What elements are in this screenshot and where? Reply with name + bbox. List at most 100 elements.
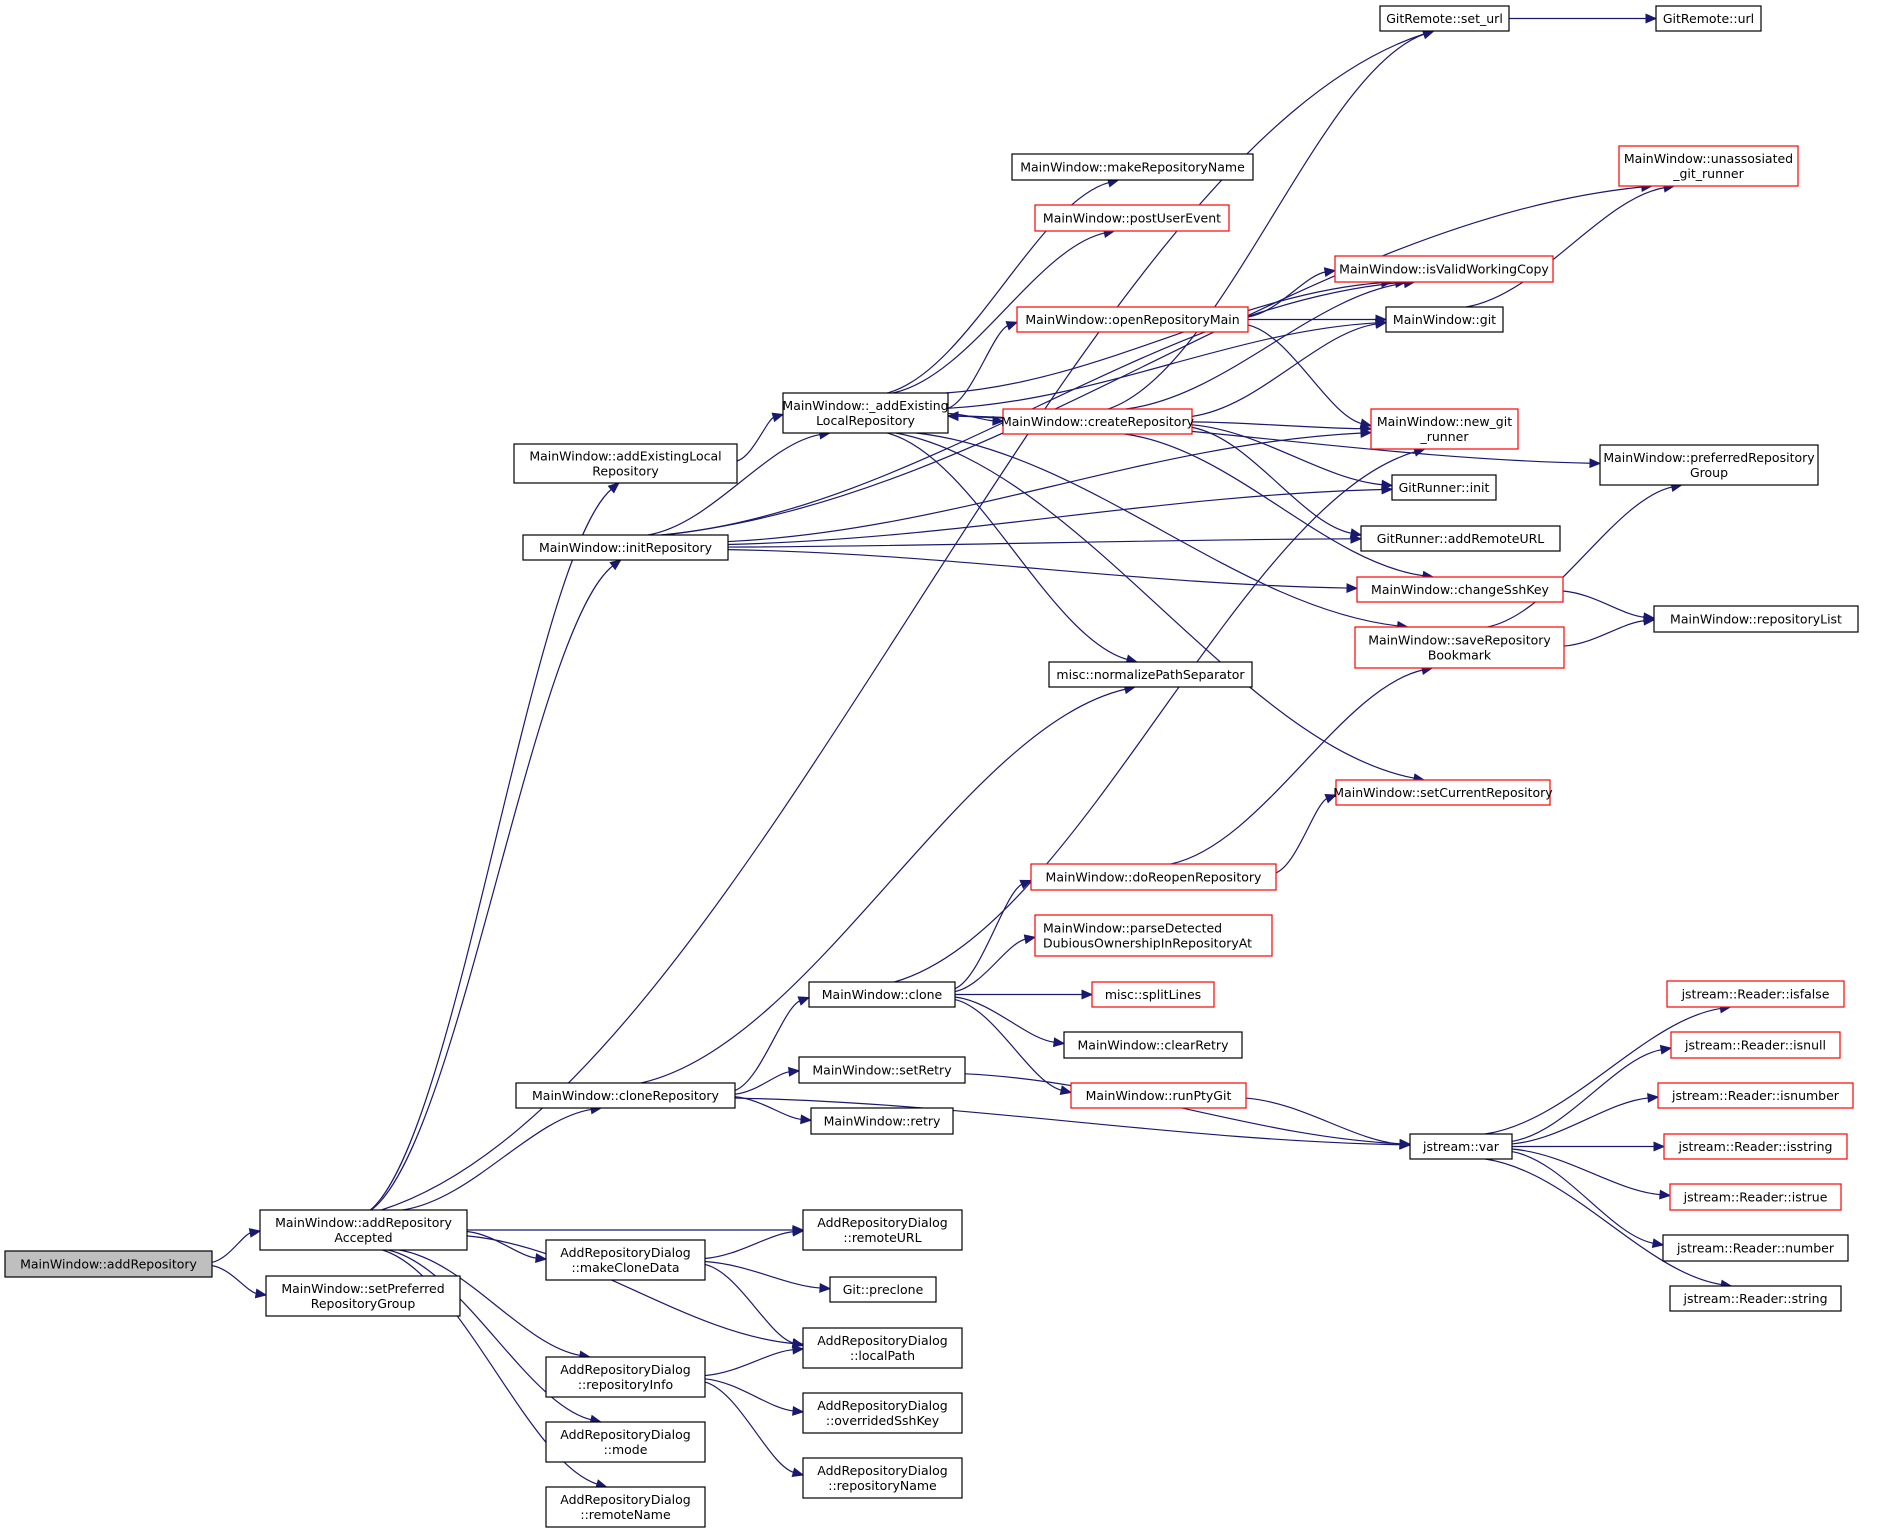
node-label: jstream::Reader::number: [1676, 1241, 1835, 1256]
node-label: jstream::Reader::isnumber: [1671, 1088, 1840, 1103]
node-label: MainWindow::repositoryList: [1670, 612, 1842, 627]
node-box: [515, 1082, 736, 1109]
node-label: jstream::Reader::string: [1682, 1291, 1827, 1306]
node-label: MainWindow::setRetry: [812, 1063, 952, 1078]
node-label: MainWindow::cloneRepository: [532, 1088, 720, 1103]
node-label: jstream::Reader::isnull: [1684, 1038, 1826, 1053]
node-jvar[interactable]: jstream::var: [1409, 1133, 1513, 1160]
node-url[interactable]: GitRemote::url: [1655, 5, 1762, 32]
edge-init-repository-to-add-existing-priv: [647, 433, 822, 536]
arrowhead-icon: [1645, 13, 1658, 24]
edge-clone-to-new-git-runner: [894, 450, 1417, 983]
edge-do-reopen-repository-to-save-repository-bookmark: [1170, 669, 1424, 865]
node-clone-repository[interactable]: MainWindow::cloneRepository: [515, 1082, 736, 1109]
node-unassosiated[interactable]: MainWindow::unassosiated_git_runner: [1618, 145, 1799, 187]
edge-save-repository-bookmark-to-preferred-repository-group: [1487, 486, 1673, 628]
node-set-current-repository[interactable]: MainWindow::setCurrentRepository: [1333, 779, 1553, 806]
node-run-pty-git[interactable]: MainWindow::runPtyGit: [1070, 1082, 1247, 1109]
arrowhead-icon: [791, 1467, 805, 1478]
node-string[interactable]: jstream::Reader::string: [1669, 1285, 1842, 1312]
node-clone[interactable]: MainWindow::clone: [808, 981, 956, 1008]
node-local-path[interactable]: AddRepositoryDialog::localPath: [802, 1327, 963, 1369]
node-label: _runner: [1420, 429, 1470, 444]
node-isfalse[interactable]: jstream::Reader::isfalse: [1666, 980, 1845, 1008]
node-box: [1016, 306, 1249, 333]
node-box: [802, 1327, 963, 1369]
node-preclone[interactable]: Git::preclone: [829, 1276, 937, 1303]
node-add-repository[interactable]: MainWindow::addRepository: [4, 1250, 213, 1278]
node-isnull[interactable]: jstream::Reader::isnull: [1670, 1031, 1841, 1059]
edge-change-ssh-key-to-repository-list: [1562, 590, 1646, 618]
node-isstring[interactable]: jstream::Reader::isstring: [1663, 1133, 1848, 1160]
node-isnumber[interactable]: jstream::Reader::isnumber: [1657, 1082, 1854, 1109]
arrowhead-icon: [1359, 418, 1373, 429]
node-repository-info[interactable]: AddRepositoryDialog::repositoryInfo: [545, 1356, 706, 1398]
node-label: ::repositoryName: [828, 1478, 937, 1493]
node-change-ssh-key[interactable]: MainWindow::changeSshKey: [1356, 576, 1564, 603]
node-label: MainWindow::postUserEvent: [1043, 211, 1221, 226]
node-add-remote-url[interactable]: GitRunner::addRemoteURL: [1360, 525, 1561, 552]
arrowhead-icon: [1399, 1139, 1412, 1150]
node-label: AddRepositoryDialog: [817, 1215, 947, 1230]
node-label: jstream::var: [1422, 1139, 1500, 1154]
arrowhead-icon: [1647, 1093, 1660, 1103]
node-label: misc::normalizePathSeparator: [1056, 667, 1245, 682]
edge-create-repository-to-add-remote-url: [1191, 426, 1353, 534]
arrowhead-icon: [1081, 989, 1094, 1000]
node-box: [1334, 255, 1554, 283]
node-open-repository-main[interactable]: MainWindow::openRepositoryMain: [1016, 306, 1249, 333]
node-normalize-path-separator[interactable]: misc::normalizePathSeparator: [1048, 661, 1253, 688]
node-make-repository-name[interactable]: MainWindow::makeRepositoryName: [1011, 153, 1254, 181]
node-remote-url[interactable]: AddRepositoryDialog::remoteURL: [802, 1209, 963, 1251]
node-repository-list[interactable]: MainWindow::repositoryList: [1653, 605, 1859, 633]
arrowhead-icon: [792, 1344, 805, 1355]
node-label: MainWindow::retry: [824, 1114, 941, 1129]
node-label: MainWindow::addRepository: [20, 1257, 197, 1272]
edge-make-clone-data-to-remote-url: [704, 1231, 795, 1260]
node-set-url[interactable]: GitRemote::set_url: [1379, 5, 1510, 32]
node-do-reopen-repository[interactable]: MainWindow::doReopenRepository: [1030, 863, 1277, 891]
node-label: MainWindow::new_git: [1377, 414, 1512, 429]
edge-add-repository-accepted-to-mode: [388, 1249, 593, 1421]
node-label: AddRepositoryDialog: [817, 1463, 947, 1478]
node-split-lines[interactable]: misc::splitLines: [1091, 981, 1215, 1008]
edge-open-repository-main-to-is-valid-working-copy: [1247, 271, 1327, 318]
arrowhead-icon: [1589, 458, 1602, 469]
node-is-valid-working-copy[interactable]: MainWindow::isValidWorkingCopy: [1334, 255, 1554, 283]
node-box: [1599, 444, 1819, 486]
edge-jvar-to-number: [1511, 1150, 1655, 1244]
node-new-git-runner[interactable]: MainWindow::new_git_runner: [1370, 408, 1519, 450]
node-post-user-event[interactable]: MainWindow::postUserEvent: [1034, 204, 1230, 232]
node-retry[interactable]: MainWindow::retry: [810, 1107, 954, 1135]
node-make-clone-data[interactable]: AddRepositoryDialog::makeCloneData: [545, 1239, 706, 1281]
node-create-repository[interactable]: MainWindow::createRepository: [1001, 408, 1195, 435]
node-parse-detected[interactable]: MainWindow::parseDetectedDubiousOwnershi…: [1034, 914, 1273, 957]
node-mode[interactable]: AddRepositoryDialog::mode: [545, 1421, 706, 1463]
node-box: [545, 1239, 706, 1281]
node-overrided-ssh-key[interactable]: AddRepositoryDialog::overridedSshKey: [802, 1392, 963, 1434]
node-clear-retry[interactable]: MainWindow::clearRetry: [1063, 1031, 1243, 1059]
node-label: Group: [1690, 465, 1728, 480]
node-init-repository[interactable]: MainWindow::initRepository: [522, 534, 729, 561]
node-git-runner-init[interactable]: GitRunner::init: [1391, 474, 1497, 501]
node-git[interactable]: MainWindow::git: [1385, 306, 1504, 333]
node-box: [1663, 1133, 1848, 1160]
arrowhead-icon: [1651, 1238, 1665, 1249]
edges-layer: [211, 13, 1733, 1489]
node-repository-name[interactable]: AddRepositoryDialog::repositoryName: [802, 1457, 963, 1499]
node-istrue[interactable]: jstream::Reader::istrue: [1669, 1183, 1842, 1211]
node-box: [545, 1421, 706, 1463]
node-remote-name[interactable]: AddRepositoryDialog::remoteName: [545, 1486, 706, 1528]
node-label: AddRepositoryDialog: [560, 1245, 690, 1260]
node-label: _git_runner: [1672, 166, 1744, 181]
node-set-retry[interactable]: MainWindow::setRetry: [798, 1056, 966, 1084]
node-box: [782, 392, 949, 434]
edge-make-clone-data-to-local-path: [704, 1263, 795, 1344]
node-number[interactable]: jstream::Reader::number: [1662, 1234, 1849, 1262]
